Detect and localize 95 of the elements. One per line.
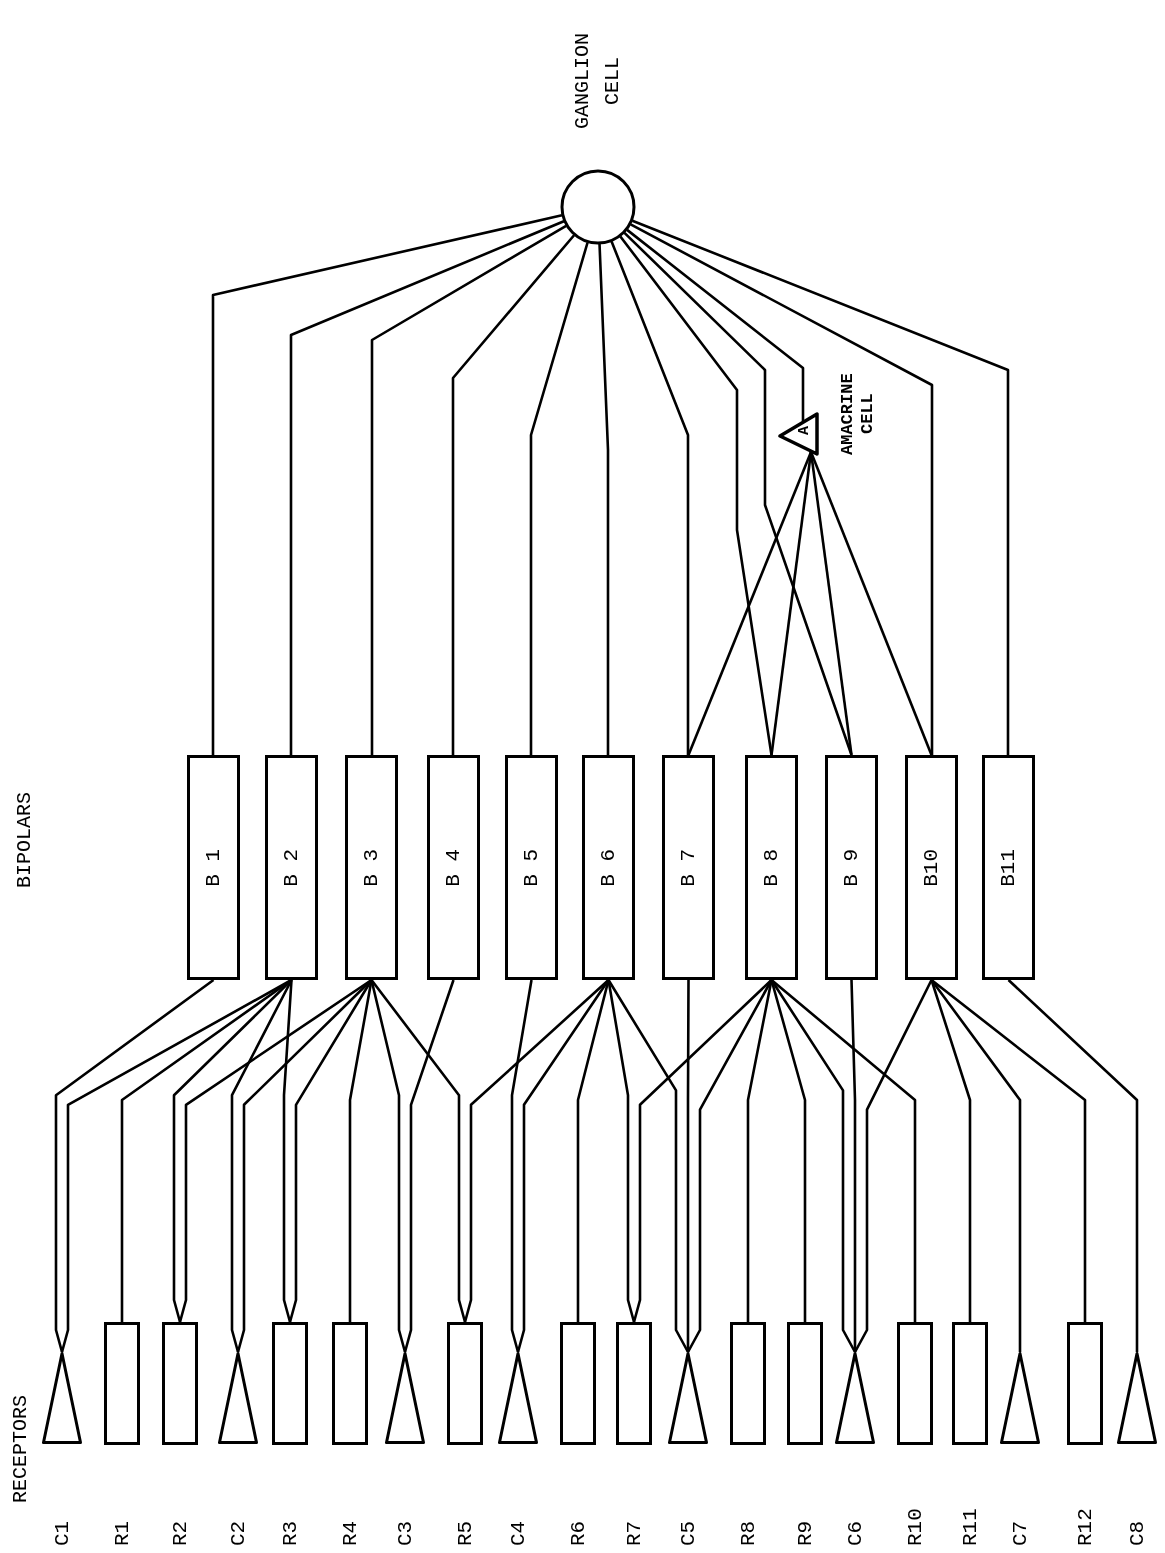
bipolar-box xyxy=(265,755,318,980)
connector-line xyxy=(370,224,567,755)
bipolar-label: B 8 xyxy=(760,848,783,887)
connector-line xyxy=(607,979,690,1353)
connector-line xyxy=(463,979,610,1323)
bipolar-box xyxy=(582,755,635,980)
rod-receptor-box xyxy=(447,1322,483,1445)
connector-line xyxy=(289,220,565,755)
receptor-label: R10 xyxy=(903,1507,927,1546)
bipolar-box xyxy=(187,755,240,980)
receptor-label: R8 xyxy=(736,1519,760,1546)
receptor-label: R11 xyxy=(958,1507,982,1546)
connector-line xyxy=(510,979,533,1353)
receptor-label: R5 xyxy=(453,1519,477,1546)
cell-label: GANGLION CELL xyxy=(570,32,625,131)
receptor-label: R9 xyxy=(793,1519,817,1546)
cone-receptor-triangle xyxy=(835,1352,875,1444)
connector-line xyxy=(403,979,455,1353)
bipolar-label: B 2 xyxy=(280,848,303,887)
rod-receptor-box xyxy=(952,1322,988,1445)
rod-receptor-box xyxy=(332,1322,368,1445)
connector-line xyxy=(853,979,933,1353)
connector-line xyxy=(598,243,610,755)
connector-line xyxy=(626,228,805,421)
receptor-label: R7 xyxy=(622,1519,646,1546)
bipolar-label: B10 xyxy=(920,848,943,887)
bipolar-box xyxy=(345,755,398,980)
bipolar-label: B 9 xyxy=(840,848,863,887)
receptor-label: R2 xyxy=(168,1519,192,1546)
connector-line xyxy=(850,979,857,1352)
bipolar-label: B11 xyxy=(997,848,1020,887)
receptor-label: R12 xyxy=(1073,1507,1097,1546)
receptor-label: C3 xyxy=(393,1519,417,1546)
receptor-label: R6 xyxy=(566,1519,590,1546)
bipolar-label: B 1 xyxy=(202,848,225,887)
receptor-label: C2 xyxy=(226,1519,250,1546)
bipolar-box xyxy=(427,755,480,980)
connector-line xyxy=(631,219,1010,755)
bipolar-box xyxy=(825,755,878,980)
connector-line xyxy=(687,451,813,756)
rod-receptor-box xyxy=(730,1322,766,1445)
connector-line xyxy=(610,240,690,755)
bipolar-label: B 3 xyxy=(360,848,383,887)
bipolar-box xyxy=(505,755,558,980)
connector-line xyxy=(1007,979,1139,1352)
receptor-label: R3 xyxy=(278,1519,302,1546)
rod-receptor-box xyxy=(1067,1322,1103,1445)
receptor-label: C6 xyxy=(843,1519,867,1546)
receptor-label: C5 xyxy=(676,1519,700,1546)
connector-line xyxy=(686,980,690,1352)
rod-receptor-box xyxy=(560,1322,596,1445)
cone-receptor-triangle xyxy=(42,1352,82,1444)
receptor-label: C8 xyxy=(1125,1519,1149,1546)
cell-label: AMACRINE CELL xyxy=(838,372,878,457)
connector-line xyxy=(630,223,934,755)
connector-line xyxy=(623,231,853,756)
connector-line xyxy=(211,214,563,755)
connector-line xyxy=(770,979,917,1322)
connector-line xyxy=(282,979,293,1323)
cone-receptor-triangle xyxy=(1000,1352,1040,1444)
rod-receptor-box xyxy=(162,1322,198,1445)
cone-receptor-triangle xyxy=(218,1352,258,1444)
connector-line xyxy=(809,451,933,756)
receptor-label: C7 xyxy=(1008,1519,1032,1546)
bipolar-label: B 5 xyxy=(520,848,543,887)
rod-receptor-box xyxy=(897,1322,933,1445)
bipolar-label: B 7 xyxy=(677,848,700,887)
connector-line xyxy=(529,242,589,755)
cell-letter: A xyxy=(797,426,812,435)
bipolar-label: B 6 xyxy=(597,848,620,887)
cone-receptor-triangle xyxy=(385,1352,425,1444)
receptor-label: C1 xyxy=(50,1519,74,1546)
connector-line xyxy=(632,979,773,1323)
bipolar-box xyxy=(982,755,1035,980)
layer-label: RECEPTORS xyxy=(8,1393,33,1503)
receptor-label: R4 xyxy=(338,1519,362,1546)
receptor-label: R1 xyxy=(110,1519,134,1546)
cone-receptor-triangle xyxy=(498,1352,538,1444)
bipolar-box xyxy=(905,755,958,980)
connector-line xyxy=(370,979,467,1323)
bipolar-box xyxy=(745,755,798,980)
cone-receptor-triangle xyxy=(668,1352,708,1444)
bipolar-box xyxy=(662,755,715,980)
rod-receptor-box xyxy=(787,1322,823,1445)
connector-line xyxy=(451,234,576,755)
connector-line xyxy=(230,979,293,1353)
rod-receptor-box xyxy=(104,1322,140,1445)
connector-line xyxy=(930,979,972,1322)
bipolar-label: B 4 xyxy=(442,848,465,887)
receptor-label: C4 xyxy=(506,1519,530,1546)
connector-line xyxy=(54,978,215,1353)
layer-label: BIPOLARS xyxy=(12,791,37,888)
rod-receptor-box xyxy=(272,1322,308,1445)
rod-receptor-box xyxy=(616,1322,652,1445)
cone-receptor-triangle xyxy=(1117,1352,1157,1444)
